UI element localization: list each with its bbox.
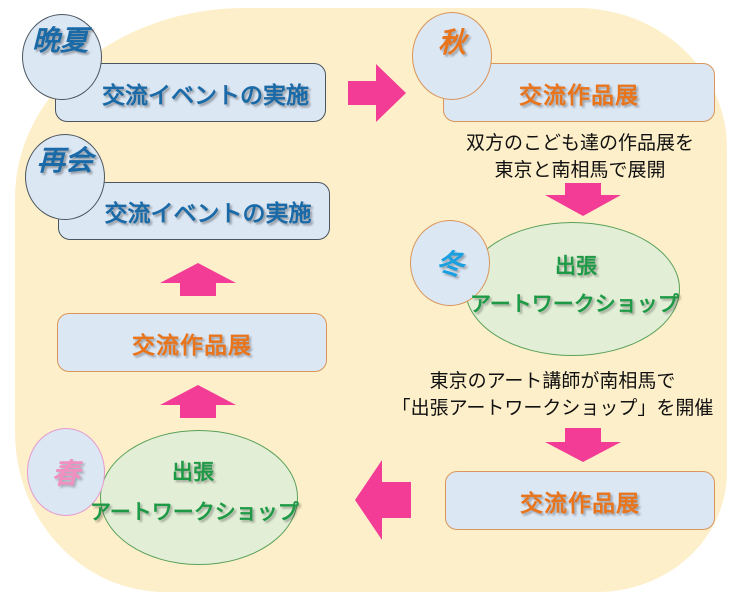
winter-exhibit-box: 交流作品展 — [445, 471, 715, 530]
winter-label-line2: アートワークショップ — [470, 292, 679, 316]
spring-ellipse — [100, 430, 298, 565]
spring-label-line1: 出張 — [172, 460, 214, 484]
winter-badge: 冬 — [410, 220, 490, 306]
season-label: 再会 — [36, 144, 93, 177]
season-label: 冬 — [435, 248, 464, 281]
spring-badge: 春 — [27, 428, 105, 516]
winter-exhibit-label: 交流作品展 — [520, 490, 640, 517]
autumn-description: 双方のこども達の作品展を 東京と南相馬で展開 — [420, 130, 736, 184]
arrow-up-icon — [160, 263, 236, 296]
late-summer-label: 交流イベントの実施 — [102, 82, 309, 109]
arrow-down-icon — [545, 183, 621, 216]
spring-exhibit-box: 交流作品展 — [57, 313, 327, 372]
arrow-right-icon — [348, 64, 406, 122]
arrow-down-icon — [545, 428, 621, 462]
arrow-left-icon — [355, 460, 411, 540]
season-label: 春 — [51, 457, 80, 490]
winter-ellipse — [465, 222, 680, 356]
winter-description: 東京のアート講師が南相馬で 「出張アートワークショップ」を開催 — [385, 368, 720, 422]
desc-line: 東京のアート講師が南相馬で — [429, 370, 676, 392]
season-label: 秋 — [437, 26, 466, 59]
desc-line: 「出張アートワークショップ」を開催 — [391, 397, 714, 419]
winter-label-line1: 出張 — [555, 254, 597, 278]
late-summer-box: 交流イベントの実施 — [55, 63, 326, 122]
spring-label-line2: アートワークショップ — [90, 500, 299, 524]
desc-line: 東京と南相馬で展開 — [494, 159, 666, 181]
reunion-box: 交流イベントの実施 — [58, 182, 330, 240]
autumn-badge: 秋 — [412, 12, 492, 100]
late-summer-badge: 晩夏 — [22, 14, 102, 100]
reunion-badge: 再会 — [25, 134, 105, 220]
arrow-up-icon — [160, 385, 236, 418]
spring-exhibit-label: 交流作品展 — [132, 332, 252, 359]
season-label: 晩夏 — [31, 24, 88, 57]
desc-line: 双方のこども達の作品展を — [465, 132, 694, 154]
reunion-label: 交流イベントの実施 — [104, 201, 312, 227]
autumn-label: 交流作品展 — [519, 82, 639, 109]
